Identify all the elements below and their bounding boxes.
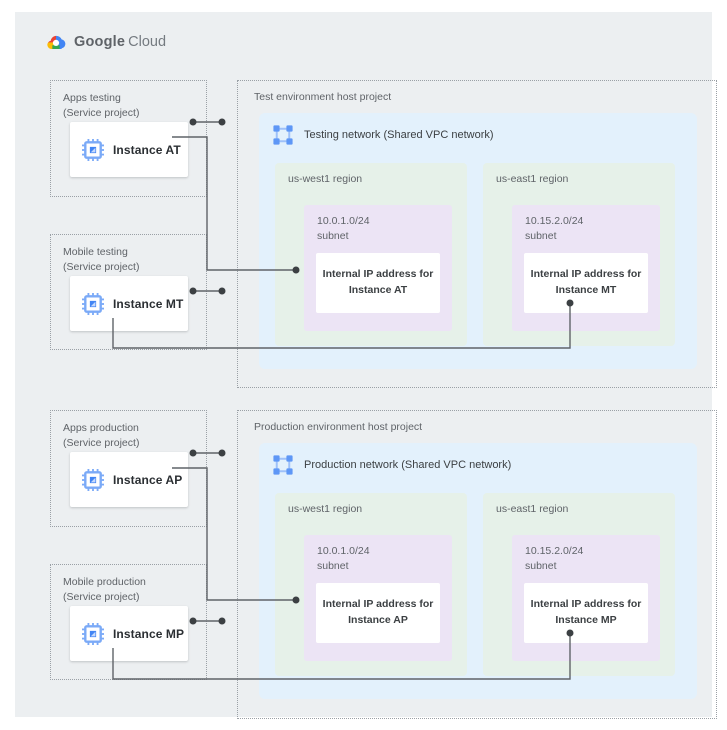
service-project-title: Mobile testing	[63, 246, 128, 258]
subnet-word: subnet	[525, 230, 557, 243]
region-label: us-west1 region	[288, 503, 363, 515]
service-project-label: Apps production (Service project)	[51, 411, 206, 461]
subnet-word: subnet	[317, 230, 349, 243]
service-project-label: Apps testing (Service project)	[51, 81, 206, 131]
host-project-title: Test environment host project	[254, 91, 392, 103]
internal-ip-card-instance-mp: Internal IP address for Instance MP	[524, 583, 648, 643]
service-project-mobile-testing: Mobile testing (Service project)	[50, 234, 207, 350]
ip-card-line1: Internal IP address for	[322, 268, 434, 281]
subnet-cidr: 10.0.1.0/24	[317, 545, 370, 557]
subnet-cidr: 10.0.1.0/24	[317, 215, 370, 227]
ip-card-line2: Instance AT	[348, 284, 408, 296]
subnet-label: 10.0.1.0/24 subnet	[304, 535, 452, 583]
service-project-title: Apps production	[63, 422, 139, 434]
subnet-box: 10.0.1.0/24 subnet Internal IP address f…	[304, 205, 452, 331]
subnet-label: 10.15.2.0/24 subnet	[512, 535, 660, 583]
service-project-apps-production: Apps production (Service project)	[50, 410, 207, 527]
subnet-cidr: 10.15.2.0/24	[525, 545, 584, 557]
region-us-east1: us-east1 region 10.15.2.0/24 subnet Inte…	[483, 493, 675, 676]
host-project-production: Production environment host project	[237, 410, 717, 719]
ip-card-line2: Instance MT	[555, 284, 617, 296]
instance-at-card: Instance AT	[70, 122, 188, 177]
production-network-box: Production network (Shared VPC network) …	[259, 443, 697, 699]
instance-label: Instance MP	[113, 626, 185, 641]
ip-card-line1: Internal IP address for	[530, 598, 642, 611]
service-project-title: Apps testing	[63, 92, 121, 104]
instance-ap-card: Instance AP	[70, 452, 188, 507]
service-project-subtitle: (Service project)	[63, 107, 140, 120]
internal-ip-card-instance-ap: Internal IP address for Instance AP	[316, 583, 440, 643]
service-project-mobile-production: Mobile production (Service project)	[50, 564, 207, 680]
instance-label: Instance AP	[113, 472, 183, 487]
ip-card-line2: Instance AP	[348, 614, 408, 626]
logo-text-google: Google	[74, 34, 126, 50]
vpc-network-icon	[273, 125, 293, 145]
region-us-east1: us-east1 region 10.15.2.0/24 subnet Inte…	[483, 163, 675, 346]
region-label: us-east1 region	[496, 173, 569, 185]
subnet-cidr: 10.15.2.0/24	[525, 215, 584, 227]
region-us-west1: us-west1 region 10.0.1.0/24 subnet Inter…	[275, 493, 467, 676]
compute-engine-icon	[82, 622, 104, 645]
network-label: Testing network (Shared VPC network)	[304, 129, 494, 141]
subnet-box: 10.15.2.0/24 subnet Internal IP address …	[512, 535, 660, 661]
compute-engine-icon	[82, 292, 104, 315]
host-project-test: Test environment host project	[237, 80, 717, 388]
subnet-box: 10.15.2.0/24 subnet Internal IP address …	[512, 205, 660, 331]
compute-engine-icon	[82, 468, 104, 491]
network-label: Production network (Shared VPC network)	[304, 459, 512, 471]
subnet-word: subnet	[317, 560, 349, 573]
subnet-box: 10.0.1.0/24 subnet Internal IP address f…	[304, 535, 452, 661]
service-project-title: Mobile production	[63, 576, 146, 588]
subnet-label: 10.0.1.0/24 subnet	[304, 205, 452, 253]
instance-label: Instance MT	[113, 296, 184, 311]
logo-text-cloud: Cloud	[128, 34, 167, 50]
service-project-subtitle: (Service project)	[63, 261, 140, 274]
ip-card-line1: Internal IP address for	[530, 268, 642, 281]
google-cloud-icon	[45, 33, 67, 51]
vpc-network-icon	[273, 455, 293, 475]
service-project-apps-testing: Apps testing (Service project)	[50, 80, 207, 197]
service-project-subtitle: (Service project)	[63, 437, 140, 450]
region-label: us-east1 region	[496, 503, 569, 515]
host-project-title: Production environment host project	[254, 421, 423, 433]
region-label: us-west1 region	[288, 173, 363, 185]
service-project-label: Mobile production (Service project)	[51, 565, 206, 615]
compute-engine-icon	[82, 138, 104, 161]
region-us-west1: us-west1 region 10.0.1.0/24 subnet Inter…	[275, 163, 467, 346]
instance-label: Instance AT	[113, 142, 181, 157]
instance-mp-card: Instance MP	[70, 606, 188, 661]
network-header: Testing network (Shared VPC network)	[259, 113, 697, 157]
internal-ip-card-instance-mt: Internal IP address for Instance MT	[524, 253, 648, 313]
service-project-subtitle: (Service project)	[63, 591, 140, 604]
network-header: Production network (Shared VPC network)	[259, 443, 697, 487]
ip-card-line2: Instance MP	[555, 614, 617, 626]
service-project-label: Mobile testing (Service project)	[51, 235, 206, 285]
subnet-word: subnet	[525, 560, 557, 573]
instance-mt-card: Instance MT	[70, 276, 188, 331]
testing-network-box: Testing network (Shared VPC network) us-…	[259, 113, 697, 369]
internal-ip-card-instance-at: Internal IP address for Instance AT	[316, 253, 440, 313]
ip-card-line1: Internal IP address for	[322, 598, 434, 611]
subnet-label: 10.15.2.0/24 subnet	[512, 205, 660, 253]
